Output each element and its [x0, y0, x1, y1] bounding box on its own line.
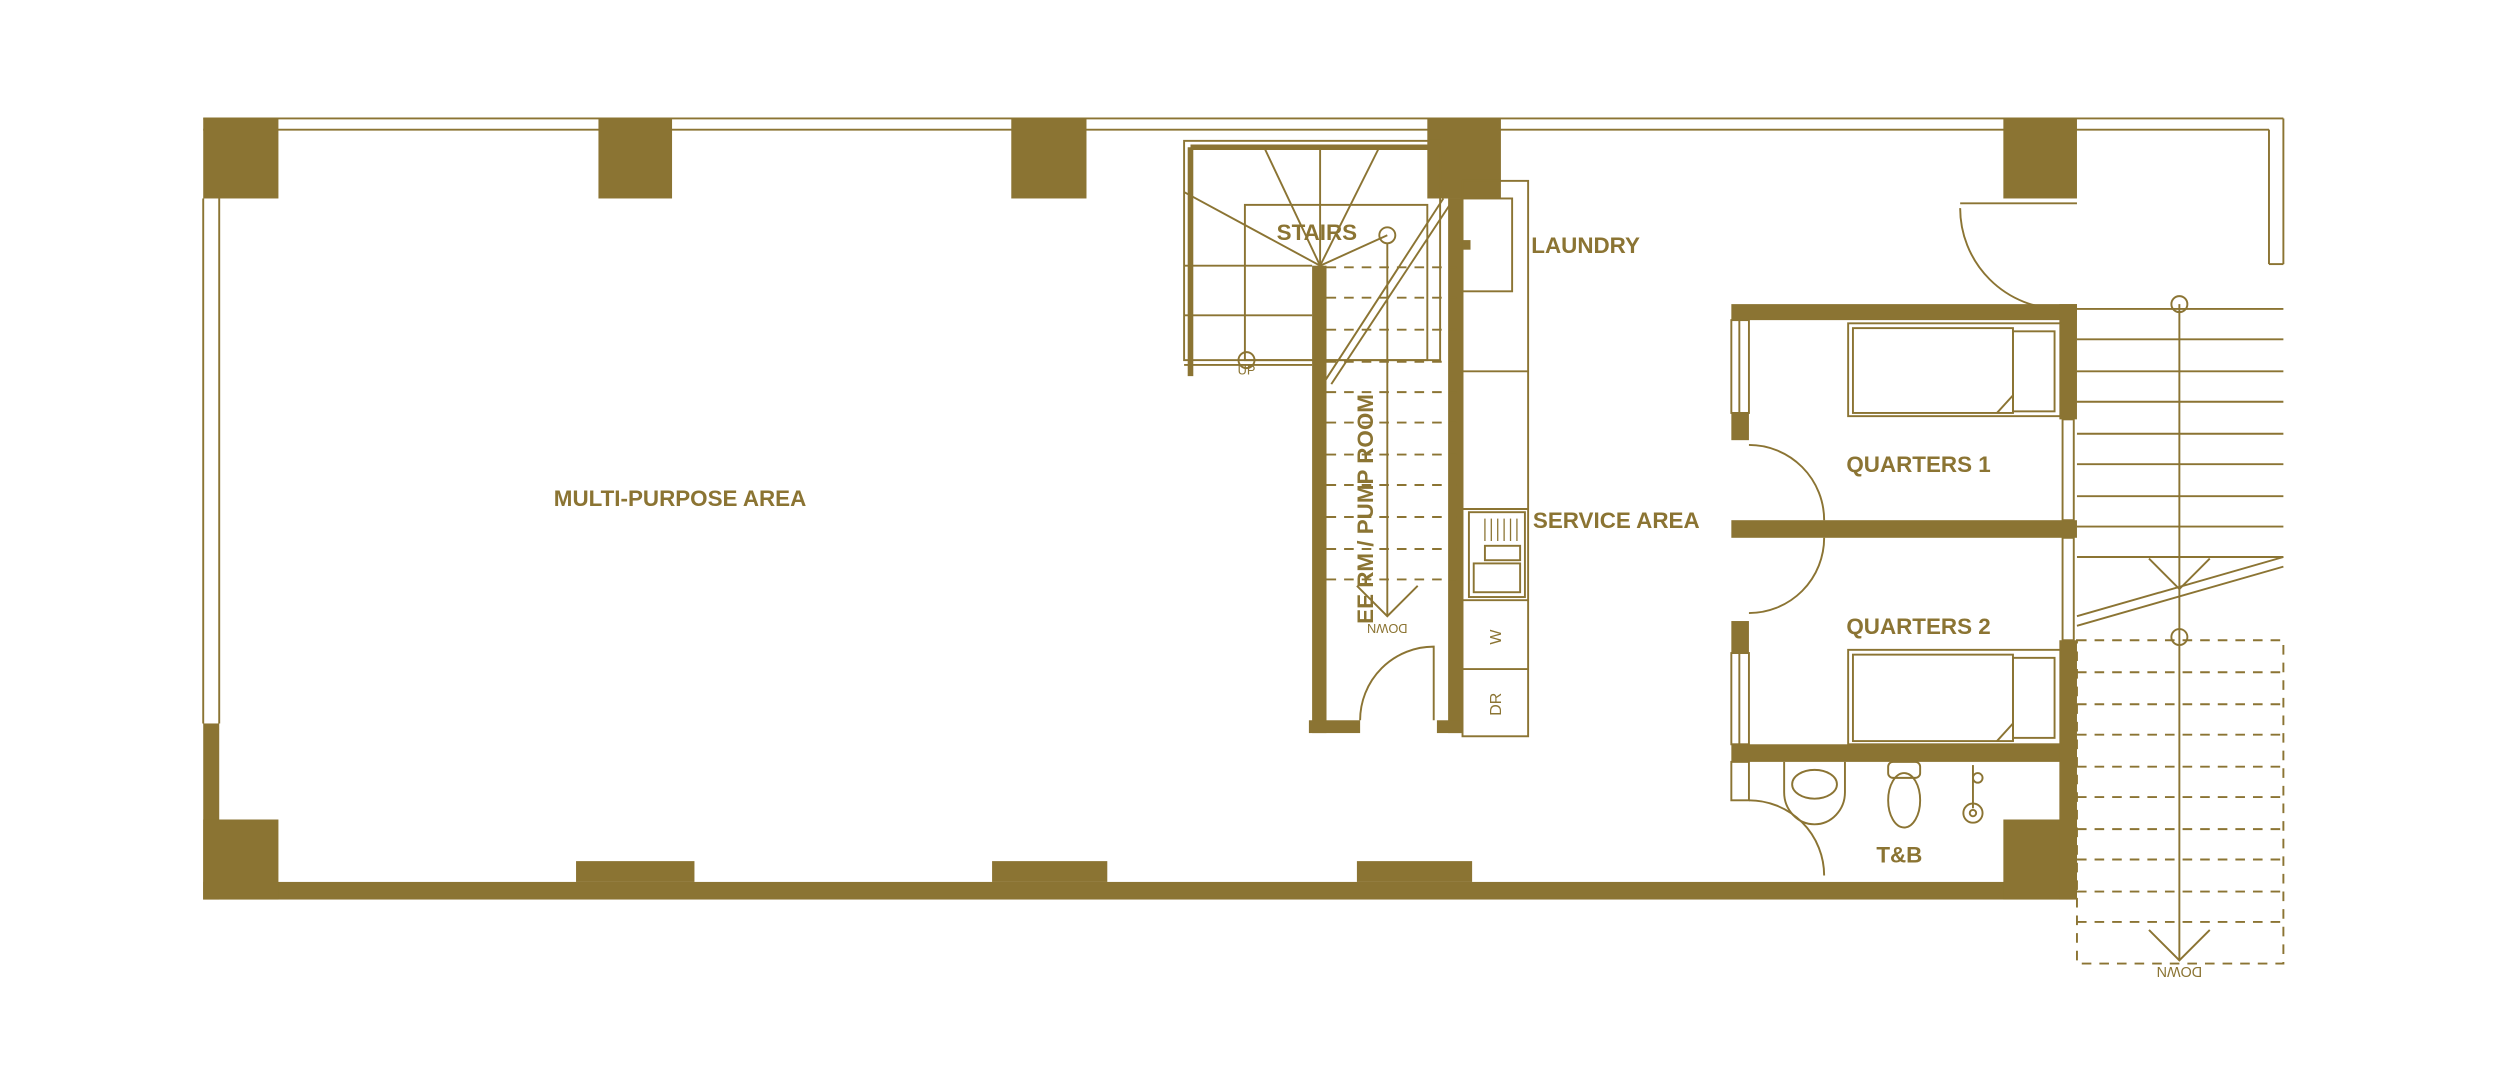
tb-fixtures — [1783, 760, 1984, 829]
room-label-quarters-2: QUARTERS 2 — [1846, 614, 1990, 639]
laundry-service-fixtures — [1461, 179, 1530, 738]
room-label-pump-room: EE RM / PUMP ROOM — [1353, 394, 1378, 624]
down-label-pump: DOWN — [1367, 621, 1408, 636]
dryer-label: DR — [1488, 693, 1505, 716]
quarters-walls — [1730, 202, 2077, 900]
washer-label: W — [1488, 629, 1505, 645]
bed-quarters-2 — [1847, 648, 2062, 746]
bed-quarters-1 — [1847, 322, 2062, 418]
up-label: UP — [1238, 363, 1256, 378]
stairs-right — [2076, 295, 2285, 965]
room-label-multi-purpose: MULTI-PURPOSE AREA — [554, 486, 806, 511]
room-label-tb: T&B — [1876, 843, 1922, 868]
room-label-laundry: LAUNDRY — [1531, 233, 1640, 258]
room-label-stairs: STAIRS — [1277, 220, 1357, 245]
stairs-down-pump — [1326, 243, 1457, 618]
pump-room-walls — [1308, 198, 1463, 734]
exterior-walls — [202, 117, 2285, 900]
room-label-service-area: SERVICE AREA — [1533, 508, 1700, 533]
columns — [203, 118, 2077, 900]
room-label-quarters-1: QUARTERS 1 — [1846, 452, 1990, 477]
down-label-right: DOWN — [2157, 963, 2203, 979]
